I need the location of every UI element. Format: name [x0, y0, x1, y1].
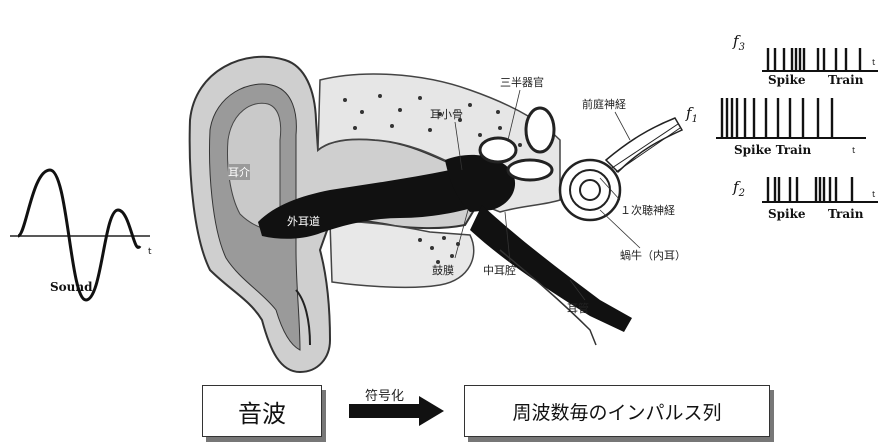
spike-train-f1-axis: t — [852, 146, 855, 155]
sound-wave-box: 音波 — [202, 385, 322, 437]
spike-train-f1-label: Spike Train — [734, 143, 811, 157]
label-middle-ear-cavity: 中耳腔 — [483, 262, 516, 278]
label-cochlea: 蝸牛（内耳） — [620, 247, 686, 263]
sound-wave-box-text: 音波 — [238, 394, 286, 429]
spike-train-f3-label-a: Spike — [768, 73, 806, 87]
impulse-train-box-text: 周波数毎のインパルス列 — [512, 398, 721, 425]
label-outer-ear: 耳介 — [228, 164, 250, 180]
spike-train-f2-axis: t — [872, 190, 875, 199]
spike-train-f2-freq: f2 — [733, 178, 745, 199]
encoding-label: 符号化 — [365, 385, 404, 404]
spike-train-f1-freq: f1 — [686, 104, 698, 125]
label-vestibular-nerve: 前庭神経 — [582, 96, 626, 112]
sound-label: Sound — [50, 280, 93, 294]
label-semicircular-canals: 三半器官 — [500, 74, 544, 90]
sound-axis-t: t — [148, 247, 152, 257]
label-eardrum: 鼓膜 — [432, 262, 454, 278]
spike-train-f3-label-b: Train — [828, 73, 863, 87]
label-ossicles: 耳小骨 — [430, 106, 463, 122]
spike-train-f3-freq: f3 — [733, 32, 745, 53]
impulse-train-box: 周波数毎のインパルス列 — [464, 385, 770, 437]
label-eustachian-tube: 耳管 — [567, 300, 589, 316]
spike-train-f3-axis: t — [872, 58, 875, 67]
spike-train-f2-label-a: Spike — [768, 207, 806, 221]
label-ear-canal: 外耳道 — [285, 213, 322, 229]
label-primary-auditory-nerve: １次聴神経 — [620, 202, 675, 218]
spike-train-f2-label-b: Train — [828, 207, 863, 221]
